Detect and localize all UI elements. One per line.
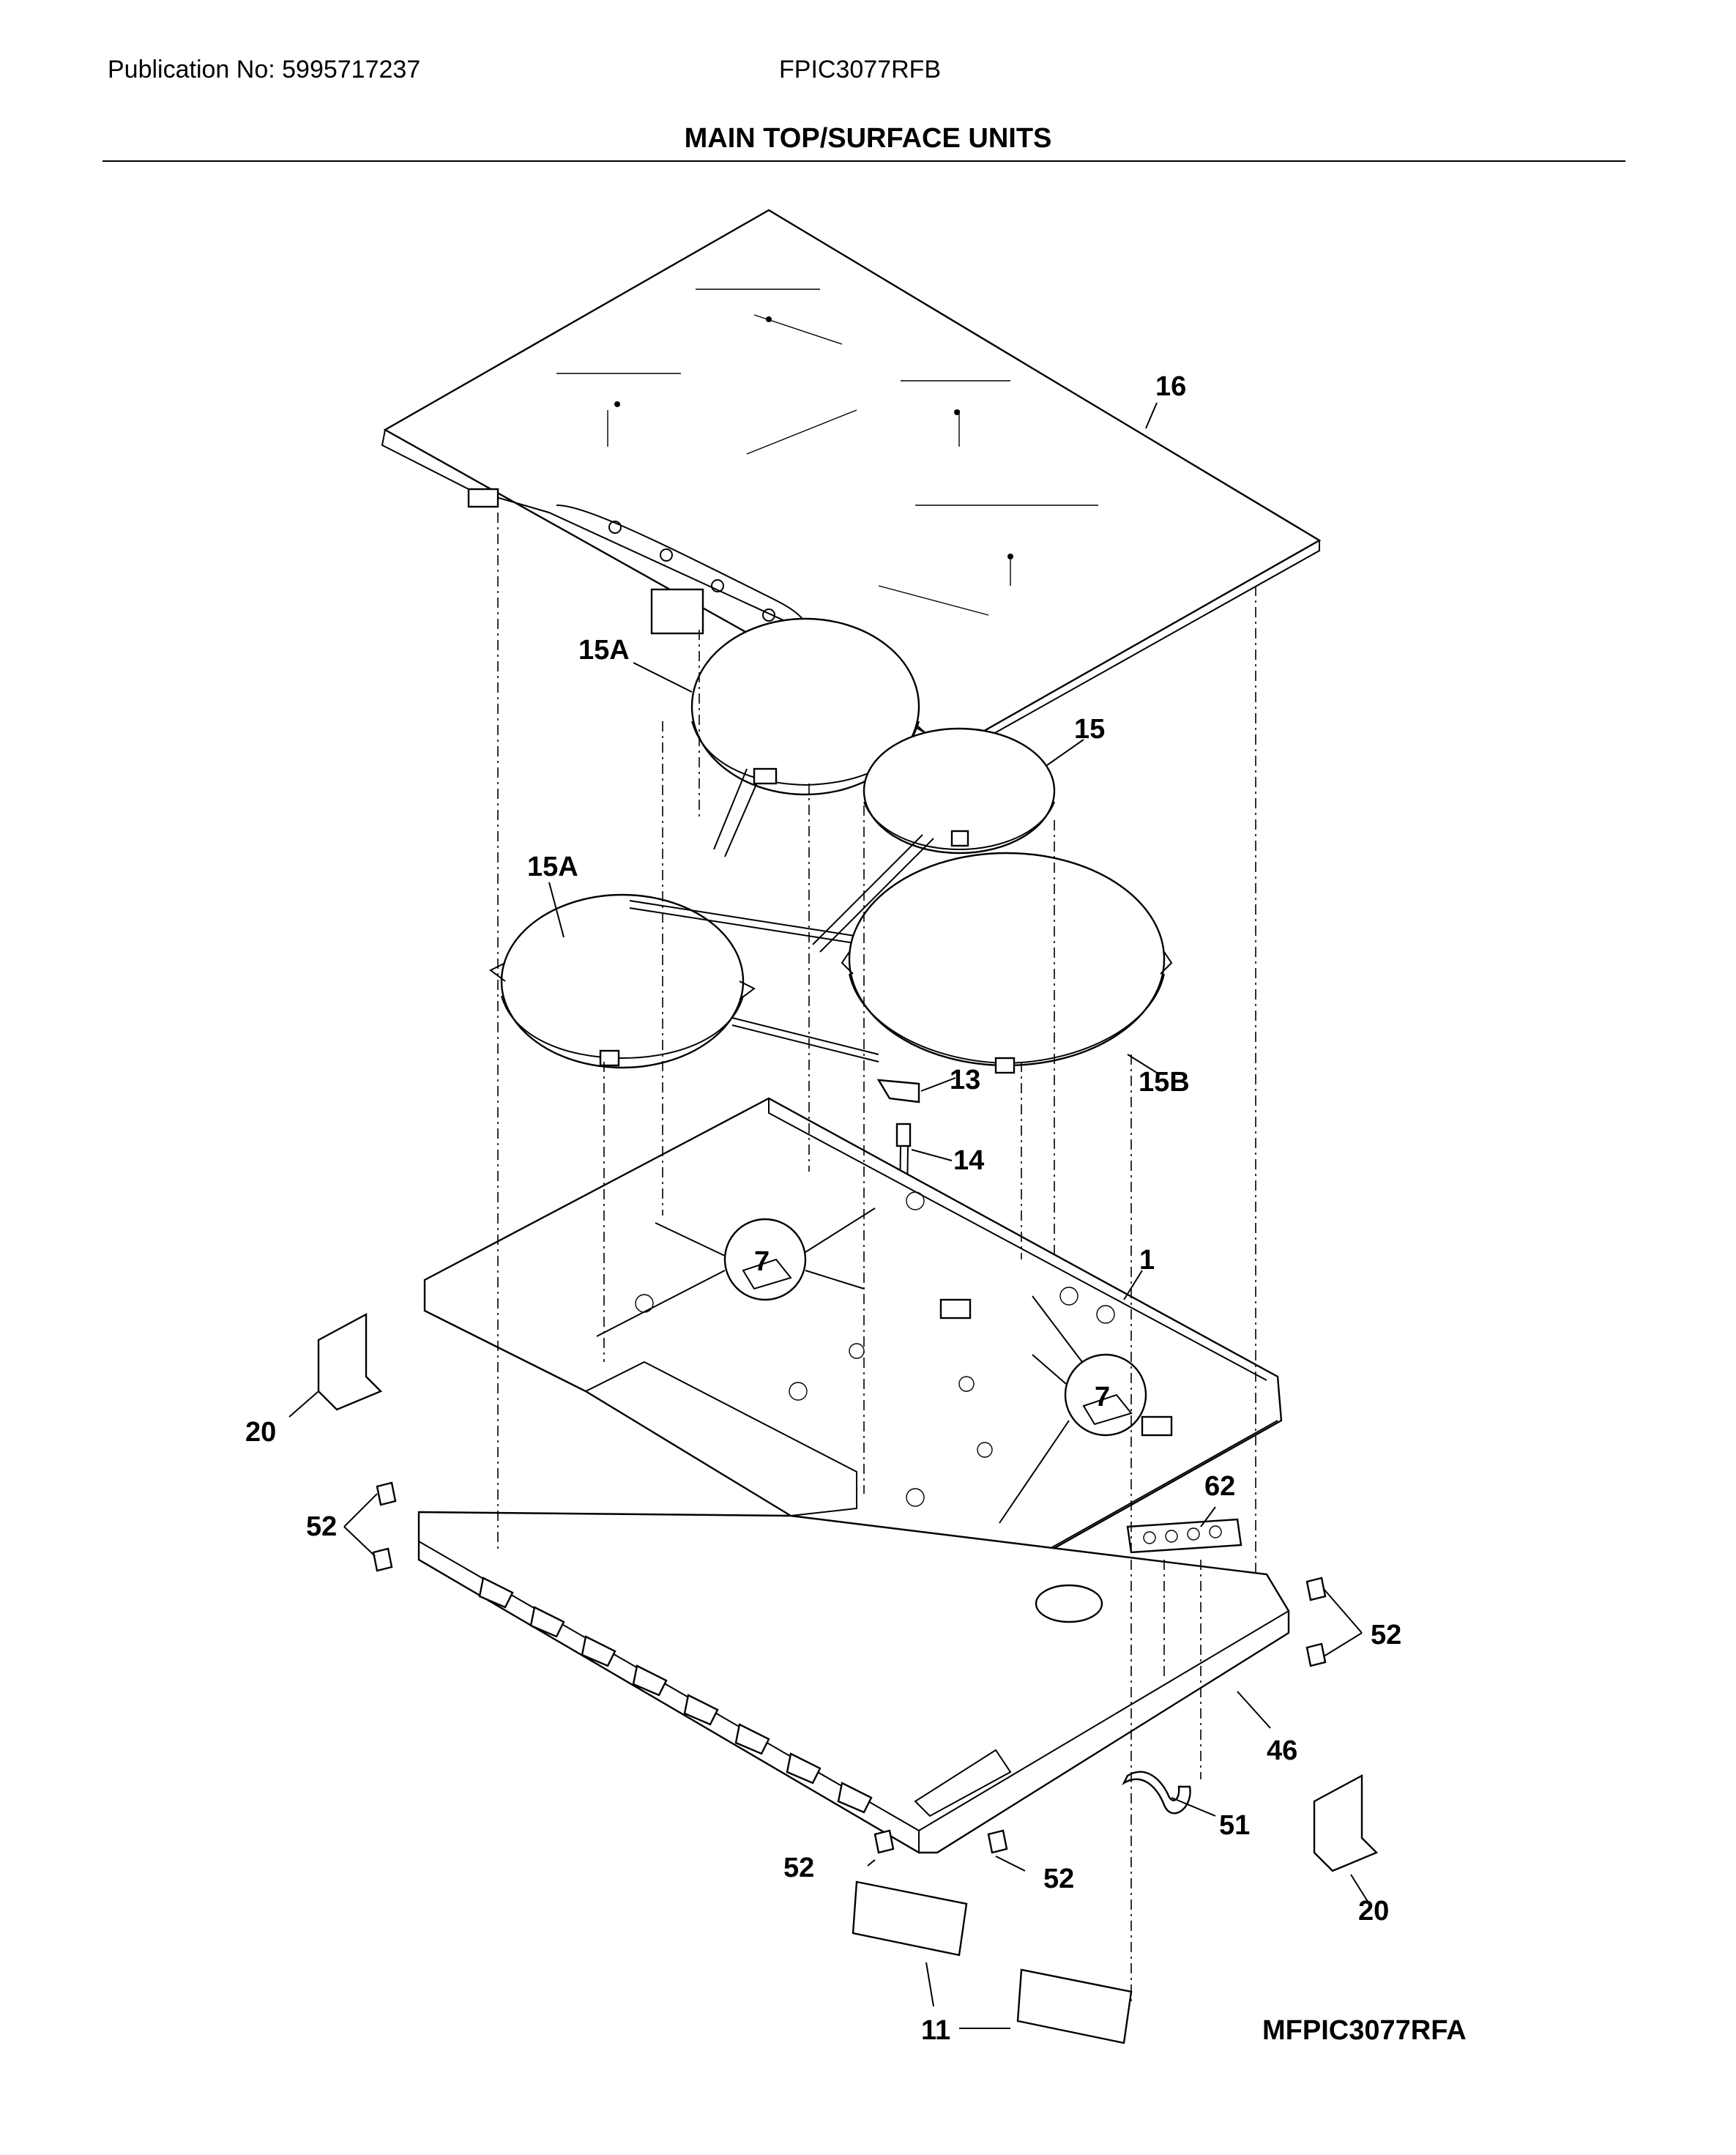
part-15-element — [812, 727, 1056, 953]
callout-62: 62 — [1204, 1471, 1235, 1502]
callout-15B: 15B — [1139, 1067, 1190, 1098]
callout-52-right: 52 — [1371, 1620, 1401, 1650]
part-15A-left-element — [489, 893, 879, 1069]
part-7-left-clip-detail — [596, 1207, 876, 1337]
callout-20-right: 20 — [1358, 1896, 1389, 1927]
title-rule — [103, 160, 1625, 162]
publication-number: Publication No: 5995717237 — [108, 56, 421, 83]
callout-20-left: 20 — [245, 1417, 276, 1448]
callout-16: 16 — [1155, 371, 1186, 402]
leader-lines — [548, 402, 1271, 1872]
diagram-code: MFPIC3077RFA — [1262, 2015, 1467, 2046]
callout-52-bottom-right: 52 — [1043, 1864, 1074, 1894]
callout-11: 11 — [921, 2015, 950, 2046]
callout-51: 51 — [1219, 1810, 1250, 1841]
part-20-right-bracket — [1313, 1773, 1379, 1905]
callout-46: 46 — [1267, 1735, 1297, 1766]
part-62-terminal-block — [1126, 1518, 1243, 1554]
part-20-left-bracket — [288, 1312, 383, 1418]
part-15B-element — [841, 852, 1173, 1074]
section-title: MAIN TOP/SURFACE UNITS — [684, 123, 1052, 154]
callout-15A-left: 15A — [527, 852, 578, 882]
callout-7-left: 7 — [754, 1246, 770, 1277]
callout-13: 13 — [950, 1065, 980, 1095]
callout-52-bottom-left: 52 — [783, 1853, 814, 1883]
model-number: FPIC3077RFB — [779, 56, 942, 83]
part-13-bracket — [876, 1079, 920, 1103]
part-11-brackets — [852, 1880, 1133, 2044]
callout-15A-top: 15A — [578, 635, 630, 666]
callout-52-left: 52 — [306, 1511, 337, 1542]
callout-15: 15 — [1074, 714, 1105, 745]
part-52-clips — [343, 1481, 1363, 1854]
callout-14: 14 — [953, 1145, 984, 1176]
part-51-clamp — [1122, 1771, 1216, 1817]
alignment-lines — [497, 513, 1256, 2003]
callout-7-right: 7 — [1095, 1382, 1110, 1413]
part-46-chassis — [417, 1511, 1290, 1854]
part-7-right-clip-detail — [999, 1295, 1147, 1524]
callout-1: 1 — [1139, 1245, 1155, 1276]
